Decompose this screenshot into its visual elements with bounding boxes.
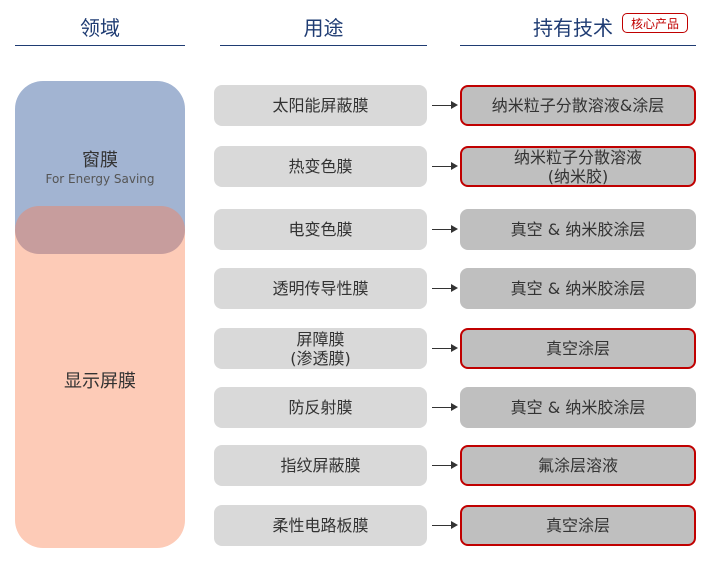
tech-box: 纳米粒子分散溶液 (纳米胶): [460, 146, 696, 187]
tech-box: 纳米粒子分散溶液&涂层: [460, 85, 696, 126]
arrow-icon: [432, 162, 458, 170]
arrow-icon: [432, 344, 458, 352]
tech-box: 真空涂层: [460, 328, 696, 369]
header-tech: 持有技术: [533, 16, 613, 40]
arrow-icon: [432, 284, 458, 292]
arrow-icon: [432, 461, 458, 469]
header-domain-rule: [15, 45, 185, 46]
arrow-icon: [432, 521, 458, 529]
arrow-icon: [432, 403, 458, 411]
use-box: 指纹屏蔽膜: [214, 445, 427, 486]
tech-box: 氟涂层溶液: [460, 445, 696, 486]
tech-box: 真空 & 纳米胶涂层: [460, 209, 696, 250]
window-domain-subtitle: For Energy Saving: [45, 172, 155, 186]
arrow-icon: [432, 101, 458, 109]
display-domain-title: 显示屏膜: [64, 371, 136, 392]
use-box: 电变色膜: [214, 209, 427, 250]
use-box: 防反射膜: [214, 387, 427, 428]
tech-box: 真空 & 纳米胶涂层: [460, 268, 696, 309]
core-product-badge: 核心产品: [622, 13, 688, 33]
arrow-icon: [432, 225, 458, 233]
window-domain-title: 窗膜: [82, 150, 118, 171]
header-domain: 领域: [80, 16, 120, 40]
use-box: 柔性电路板膜: [214, 505, 427, 546]
tech-box: 真空 & 纳米胶涂层: [460, 387, 696, 428]
use-box: 透明传导性膜: [214, 268, 427, 309]
header-use: 用途: [303, 16, 344, 40]
tech-box: 真空涂层: [460, 505, 696, 546]
display-domain-block: [15, 206, 185, 548]
header-use-rule: [220, 45, 427, 46]
domain-overlap-region: [15, 206, 185, 254]
header-tech-rule: [460, 45, 696, 46]
use-box: 屏障膜 (渗透膜): [214, 328, 427, 369]
use-box: 太阳能屏蔽膜: [214, 85, 427, 126]
use-box: 热变色膜: [214, 146, 427, 187]
